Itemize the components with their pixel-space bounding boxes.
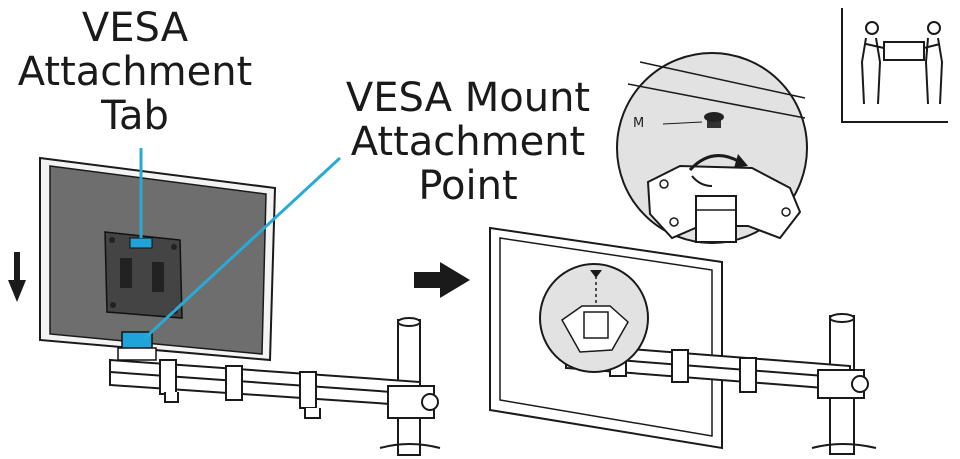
vesa-attachment-tab-highlight <box>129 237 153 249</box>
vesa-attachment-tab-label: VESA Attachment Tab <box>17 5 253 139</box>
down-arrow-icon <box>8 252 26 302</box>
screw-label: M <box>633 116 645 131</box>
left-monitor <box>39 156 277 362</box>
vesa-plate-left <box>104 231 183 319</box>
detail-circle-large <box>616 52 808 244</box>
right-arrow-icon <box>414 262 470 298</box>
two-person-lift-icon <box>841 8 948 123</box>
rotate-arrow-icon <box>688 154 748 187</box>
vesa-mount-attachment-point-label: VESA Mount Attachment Point <box>345 75 591 209</box>
left-arm <box>109 358 439 419</box>
detail-circle-small <box>539 263 649 373</box>
vesa-mount-point-left <box>117 331 157 361</box>
callout-line-mount <box>143 156 342 340</box>
